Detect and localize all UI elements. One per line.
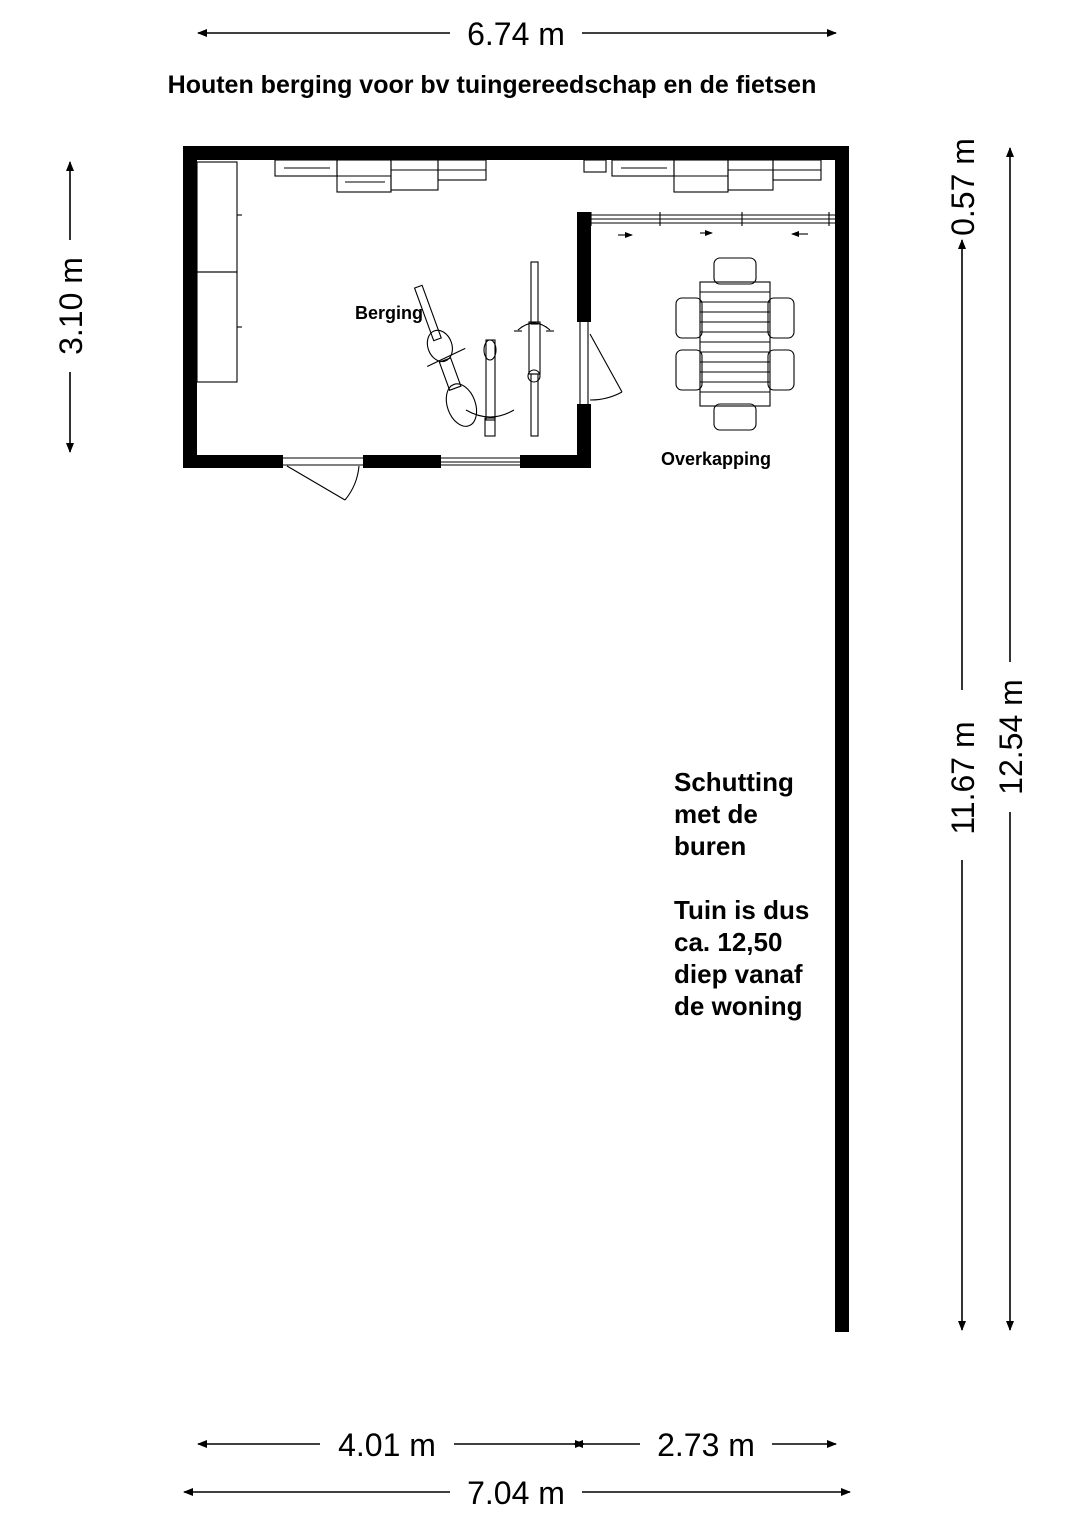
dimension-bottom-total-label: 7.04 m <box>467 1475 565 1511</box>
dimension-bottom-total: 7.04 m <box>183 1475 851 1511</box>
shelving-right <box>583 159 822 193</box>
dimension-right-top-label: 0.57 m <box>945 138 981 236</box>
shelving-left <box>274 159 487 193</box>
room-label-overkapping: Overkapping <box>661 449 771 469</box>
note-line: Tuin is dus <box>674 895 809 925</box>
dimension-right-mid-label: 11.67 m <box>945 721 981 834</box>
dimension-bottom-left-label: 4.01 m <box>338 1427 436 1463</box>
note-line: de woning <box>674 991 803 1021</box>
note-line: Schutting <box>674 767 794 797</box>
room-label-berging: Berging <box>355 303 423 323</box>
note-line: met de <box>674 799 758 829</box>
dining-table <box>699 281 771 407</box>
note-line: buren <box>674 831 746 861</box>
sliding-door <box>590 212 835 238</box>
chair-icon <box>675 257 795 431</box>
bicycle-icon <box>413 284 478 427</box>
note-line: ca. 12,50 <box>674 927 782 957</box>
bottom-window <box>441 457 520 466</box>
side-door <box>579 322 623 404</box>
dimension-right-total-label: 12.54 m <box>993 679 1029 795</box>
note-line: diep vanaf <box>674 959 803 989</box>
dimension-left-height: 3.10 m <box>53 161 89 453</box>
walls <box>183 146 849 1332</box>
dimension-top-width-label: 6.74 m <box>467 16 565 52</box>
dimension-left-height-label: 3.10 m <box>53 257 89 355</box>
bicycle-icon <box>465 339 515 437</box>
dimension-bottom-right-label: 2.73 m <box>657 1427 755 1463</box>
cabinets-left <box>196 161 242 383</box>
bicycle-icon <box>514 261 554 437</box>
dimension-bottom-segments: 4.01 m 2.73 m <box>197 1427 837 1463</box>
dimension-right-segments: 0.57 m 11.67 m <box>945 138 981 1331</box>
dimension-top-width: 6.74 m <box>197 16 837 52</box>
dimension-right-total: 12.54 m <box>993 147 1029 1331</box>
bottom-door <box>283 457 363 501</box>
fence-note: Schutting met de buren Tuin is dus ca. 1… <box>674 767 809 1021</box>
plan-title: Houten berging voor bv tuingereedschap e… <box>168 71 817 99</box>
